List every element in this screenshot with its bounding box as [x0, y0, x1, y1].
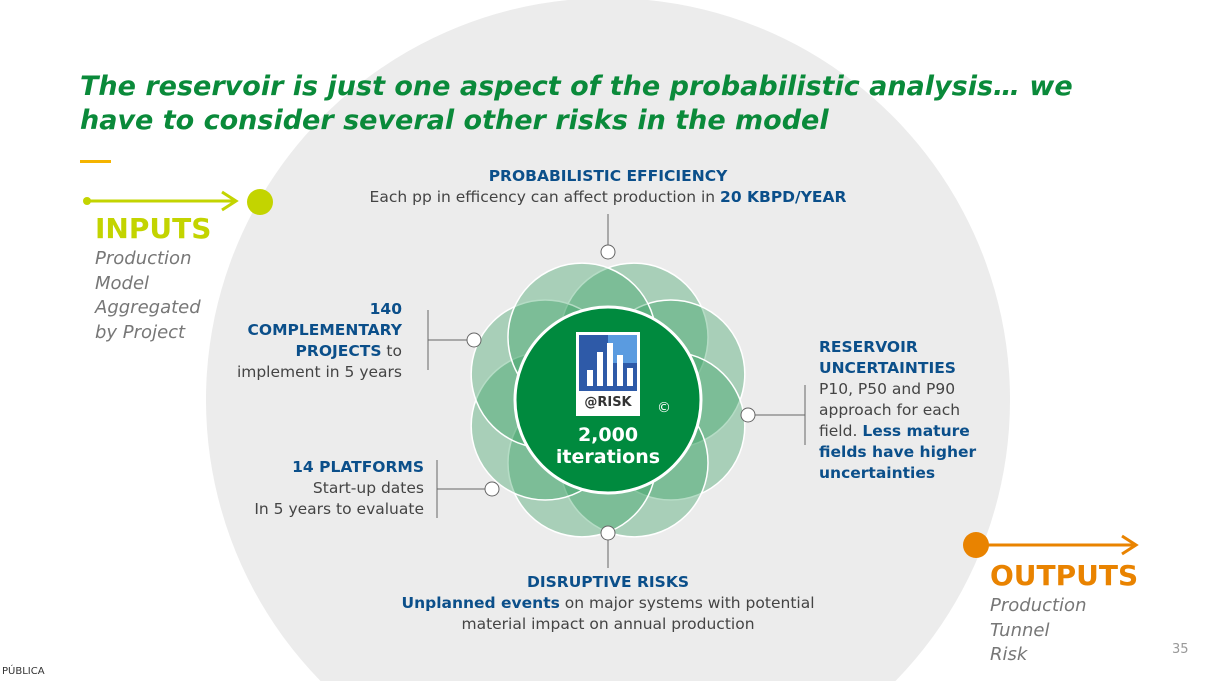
outputs-heading: OUTPUTS	[990, 559, 1139, 592]
platforms-heading: 14 PLATFORMS	[292, 458, 424, 476]
platforms-block: 14 PLATFORMS Start-up dates In 5 years t…	[200, 457, 424, 520]
page-number: 35	[1172, 642, 1189, 657]
inputs-line: Production	[95, 248, 192, 269]
connector-node-reservoir	[740, 407, 756, 423]
atrisk-logo	[576, 332, 640, 416]
efficiency-highlight: 20 KBPD/YEAR	[720, 188, 847, 206]
outputs-block: OUTPUTS Production Tunnel Risk	[990, 559, 1138, 668]
inputs-heading: INPUTS	[95, 212, 212, 245]
copyright-symbol: ©	[657, 400, 671, 416]
inputs-line: Model	[95, 272, 150, 294]
disruptive-text: material impact on annual production	[461, 615, 755, 633]
connector-node-platforms	[484, 481, 500, 497]
disruptive-text: on major systems with potential	[559, 594, 815, 612]
platforms-text: Start-up dates	[312, 479, 424, 497]
logo-text: @RISK	[584, 395, 632, 410]
disruptive-bold: Unplanned events	[401, 594, 560, 612]
outputs-line: Production	[990, 595, 1087, 616]
inputs-arrow-head	[221, 190, 239, 212]
projects-heading: COMPLEMENTARY	[247, 321, 402, 339]
iterations-unit: iterations	[555, 446, 661, 468]
disruptive-block: DISRUPTIVE RISKS Unplanned events on maj…	[308, 572, 908, 635]
platforms-text: In 5 years to evaluate	[254, 500, 424, 518]
projects-count: 140	[369, 300, 402, 318]
reservoir-text: P10, P50 and P90	[819, 380, 956, 398]
projects-text: implement in 5 years	[236, 363, 402, 381]
reservoir-block: RESERVOIR UNCERTAINTIES P10, P50 and P90…	[819, 337, 1019, 484]
reservoir-bold: fields have higher	[819, 443, 977, 461]
inputs-line: Aggregated	[95, 297, 201, 318]
efficiency-heading: PROBABILISTIC EFFICIENCY	[488, 167, 728, 185]
connector-node-projects	[466, 332, 482, 348]
disruptive-heading: DISRUPTIVE RISKS	[526, 573, 690, 591]
outputs-arrow-head	[1121, 534, 1139, 556]
projects-text: to	[381, 342, 402, 360]
efficiency-block: PROBABILISTIC EFFICIENCY Each pp in effi…	[308, 166, 908, 208]
connector-node-bottom	[600, 525, 616, 541]
inputs-block: INPUTS Production Model Aggregated by Pr…	[95, 212, 211, 345]
connectors	[427, 214, 806, 568]
reservoir-bold: uncertainties	[819, 464, 936, 482]
efficiency-text: Each pp in efficency can affect producti…	[369, 188, 721, 206]
projects-block: 140 COMPLEMENTARY PROJECTS to implement …	[200, 299, 402, 383]
reservoir-heading: UNCERTAINTIES	[819, 359, 956, 377]
classification-label: PÚBLICA	[2, 666, 45, 677]
inputs-dot	[247, 189, 273, 215]
reservoir-bold: Less mature	[862, 422, 970, 440]
projects-bold: PROJECTS	[295, 342, 382, 360]
reservoir-heading: RESERVOIR	[819, 338, 918, 356]
iterations-label: 2,000 iterations	[528, 424, 688, 468]
outputs-line: Tunnel	[990, 619, 1050, 641]
connector-node-top	[600, 244, 616, 260]
reservoir-text: approach for each	[819, 401, 961, 419]
inputs-line: by Project	[95, 321, 186, 343]
outputs-line: Risk	[990, 644, 1028, 665]
page-title: The reservoir is just one aspect of the …	[80, 71, 1073, 136]
reservoir-text: field.	[819, 422, 863, 440]
iterations-count: 2,000	[577, 424, 639, 446]
accent-bar	[80, 160, 111, 163]
